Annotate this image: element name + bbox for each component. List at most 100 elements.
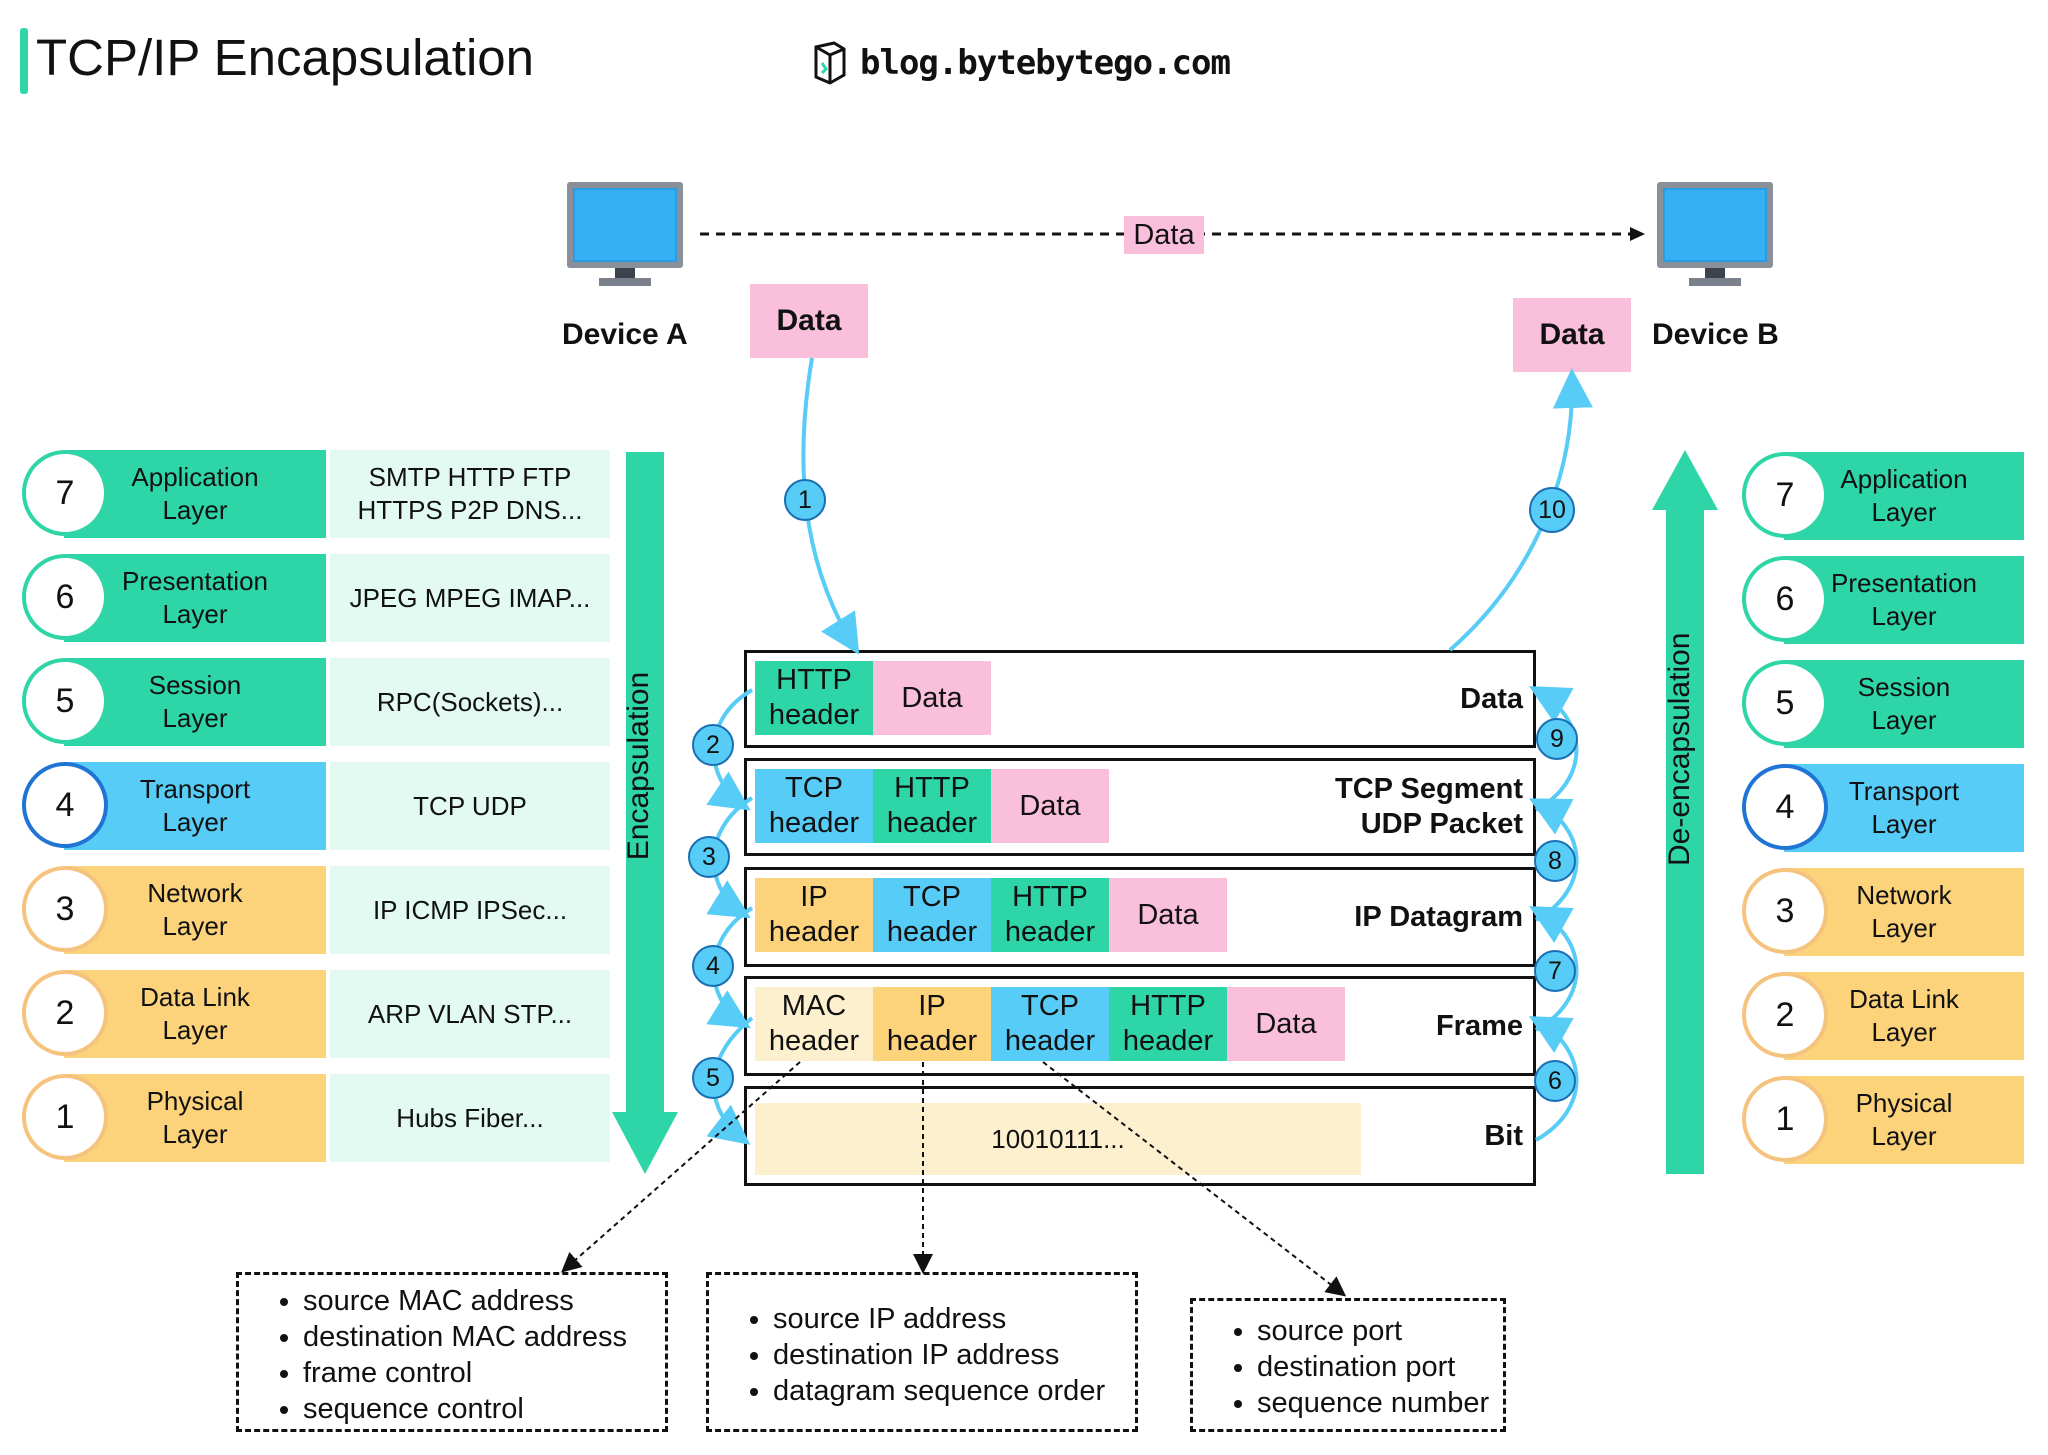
tcp-header-info-box: source port destination port sequence nu… [1190,1298,1506,1432]
step-badge-1: 1 [784,479,826,521]
layer-protocols: Hubs Fiber... [330,1074,610,1162]
device-b-data-box: Data [1513,298,1631,372]
layer-protocols: TCP UDP [330,762,610,850]
layer-number: 6 [22,554,108,640]
info-item: destination MAC address [303,1319,665,1355]
layer-number: 3 [22,866,108,952]
left-layer-7: Application Layer SMTP HTTP FTP HTTPS P2… [20,450,610,538]
data-segment: Data [1109,878,1227,952]
info-item: frame control [303,1355,665,1391]
layer-protocols: IP ICMP IPSec... [330,866,610,954]
layer-number: 4 [22,762,108,848]
left-layer-2: Data Link Layer ARP VLAN STP... 2 [20,970,610,1058]
data-segment: Data [1227,987,1345,1061]
device-a-label: Device A [562,318,688,351]
layer-protocols: RPC(Sockets)... [330,658,610,746]
info-item: destination IP address [773,1337,1135,1373]
tcp-header-segment: TCP header [991,987,1109,1061]
layer-name: Network Layer [1784,868,2024,956]
step-badge-7: 7 [1534,950,1576,992]
layer-number: 3 [1742,868,1828,954]
http-header-segment: HTTP header [755,661,873,735]
layer-protocols: ARP VLAN STP... [330,970,610,1058]
left-layer-5: Session Layer RPC(Sockets)... 5 [20,658,610,746]
layer-number: 7 [22,450,108,536]
info-item: source port [1257,1313,1503,1349]
layer-name: Presentation Layer [1784,556,2024,644]
ip-header-segment: IP header [755,878,873,952]
stack-row-bit: 10010111... Bit [744,1086,1536,1186]
de-encapsulation-arrow [1652,450,1718,1174]
step-badge-3: 3 [688,836,730,878]
device-b-monitor-icon [1657,182,1773,286]
right-layer-6: Presentation Layer 6 [1740,556,2024,644]
right-layer-2: Data Link Layer 2 [1740,972,2024,1060]
left-layer-1: Physical Layer Hubs Fiber... 1 [20,1074,610,1162]
info-item: source MAC address [303,1283,665,1319]
info-item: source IP address [773,1301,1135,1337]
row-label: Data [1460,682,1523,715]
layer-number: 5 [22,658,108,744]
device-a-monitor-icon [567,182,683,286]
layer-number: 1 [22,1074,108,1160]
http-header-segment: HTTP header [1109,987,1227,1061]
tcp-header-segment: TCP header [755,769,873,843]
right-layer-3: Network Layer 3 [1740,868,2024,956]
layer-number: 4 [1742,764,1828,850]
device-b-label: Device B [1652,318,1779,351]
encapsulation-arrow [612,452,678,1174]
layer-number: 2 [1742,972,1828,1058]
stack-row-datagram: IP header TCP header HTTP header Data IP… [744,867,1536,967]
info-item: sequence control [303,1391,665,1427]
step-badge-2: 2 [692,724,734,766]
brand-text: blog.bytebytego.com [860,43,1231,83]
layer-number: 6 [1742,556,1828,642]
layer-number: 2 [22,970,108,1056]
data-segment: Data [991,769,1109,843]
step-badge-9: 9 [1536,718,1578,760]
device-a-data-box: Data [750,284,868,358]
transfer-data-label: Data [1124,216,1204,254]
mac-header-segment: MAC header [755,987,873,1061]
layer-protocols: JPEG MPEG IMAP... [330,554,610,642]
title-accent-bar [20,28,28,94]
left-layer-3: Network Layer IP ICMP IPSec... 3 [20,866,610,954]
info-item: datagram sequence order [773,1373,1135,1409]
page-title: TCP/IP Encapsulation [36,29,534,86]
tcp-header-segment: TCP header [873,878,991,952]
right-layer-1: Physical Layer 1 [1740,1076,2024,1164]
http-header-segment: HTTP header [873,769,991,843]
http-header-segment: HTTP header [991,878,1109,952]
layer-protocols: SMTP HTTP FTP HTTPS P2P DNS... [330,450,610,538]
data-segment: Data [873,661,991,735]
step-badge-4: 4 [692,945,734,987]
ip-header-info-box: source IP address destination IP address… [706,1272,1138,1432]
ip-header-segment: IP header [873,987,991,1061]
row-label: IP Datagram [1354,900,1523,933]
left-layer-6: Presentation Layer JPEG MPEG IMAP... 6 [20,554,610,642]
layer-name: Data Link Layer [1784,972,2024,1060]
row-label: Frame [1435,1009,1523,1042]
stack-row-segment: TCP header HTTP header Data TCP Segment … [744,758,1536,856]
mac-header-info-box: source MAC address destination MAC addre… [236,1272,668,1432]
stack-row-frame: MAC header IP header TCP header HTTP hea… [744,976,1536,1076]
right-layer-5: Session Layer 5 [1740,660,2024,748]
step-badge-8: 8 [1534,840,1576,882]
layer-number: 1 [1742,1076,1828,1162]
step-badge-10: 10 [1529,487,1575,533]
bits-segment: 10010111... [755,1103,1361,1175]
stack-row-data: HTTP header Data Data [744,650,1536,748]
row-label: Bit [1484,1119,1523,1152]
info-item: destination port [1257,1349,1503,1385]
brand[interactable]: blog.bytebytego.com [812,38,1231,88]
right-layer-4: Transport Layer 4 [1740,764,2024,852]
row-label: TCP Segment UDP Packet [1334,773,1523,840]
step-badge-5: 5 [692,1057,734,1099]
info-item: sequence number [1257,1385,1503,1421]
layer-name: Transport Layer [64,762,326,850]
right-layer-7: Application Layer 7 [1740,452,2024,540]
layer-number: 7 [1742,452,1828,538]
left-layer-4: Transport Layer TCP UDP 4 [20,762,610,850]
layer-number: 5 [1742,660,1828,746]
